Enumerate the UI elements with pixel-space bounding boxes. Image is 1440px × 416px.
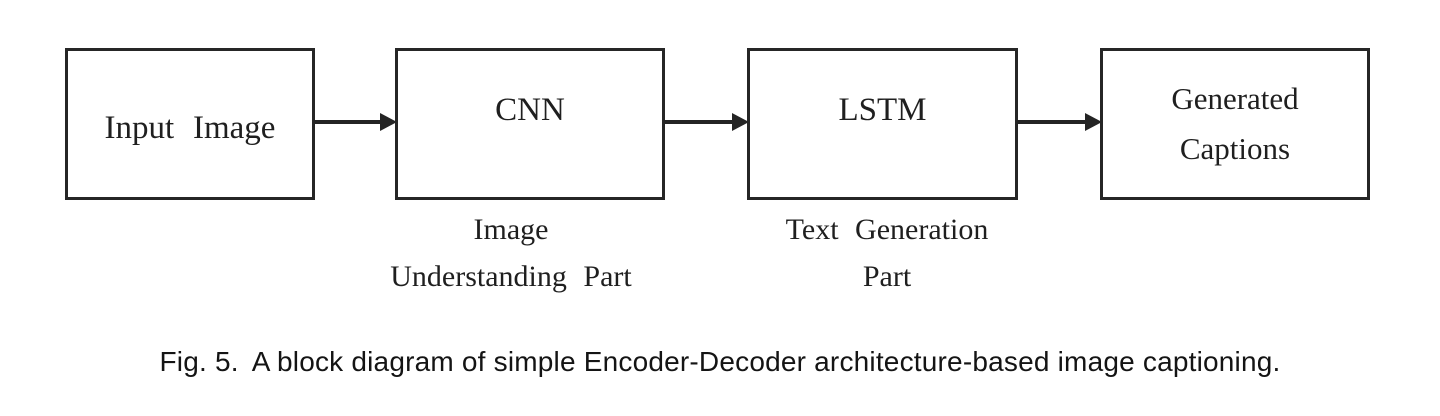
- arrow-head-icon: [1085, 112, 1102, 131]
- arrow-shaft: [314, 119, 380, 124]
- sublabel-lstm-line2: Part: [862, 260, 912, 293]
- arrow-lstm-to-generated: [1017, 111, 1102, 132]
- figure-caption: Fig. 5. A block diagram of simple Encoder…: [0, 345, 1440, 379]
- node-input-image-label: Input Image: [104, 110, 276, 146]
- figure-caption-text: A block diagram of simple Encoder-Decode…: [251, 346, 1281, 377]
- node-lstm-label: LSTM: [838, 92, 927, 128]
- sublabel-lstm-line1: Text Generation: [785, 213, 989, 246]
- arrow-shaft: [664, 119, 732, 124]
- node-generated-captions: Generated Captions: [1100, 48, 1370, 200]
- node-generated-captions-label: Generated Captions: [1171, 74, 1298, 174]
- arrow-shaft: [1017, 119, 1085, 124]
- node-input-image: Input Image: [65, 48, 315, 200]
- node-generated-captions-line1: Generated: [1171, 81, 1299, 116]
- arrow-cnn-to-lstm: [664, 111, 749, 132]
- node-generated-captions-line2: Captions: [1179, 131, 1291, 166]
- node-cnn: CNN: [395, 48, 665, 200]
- sublabel-image-understanding-part: Image Understanding Part: [346, 206, 676, 300]
- figure-caption-number: Fig. 5.: [159, 346, 239, 377]
- node-cnn-label: CNN: [495, 92, 565, 128]
- sublabel-cnn-line2: Understanding Part: [390, 260, 632, 293]
- arrow-input-to-cnn: [314, 111, 397, 132]
- arrow-head-icon: [732, 112, 749, 131]
- sublabel-text-generation-part: Text Generation Part: [722, 206, 1052, 300]
- node-lstm: LSTM: [747, 48, 1018, 200]
- sublabel-cnn-line1: Image: [473, 213, 549, 246]
- arrow-head-icon: [380, 112, 397, 131]
